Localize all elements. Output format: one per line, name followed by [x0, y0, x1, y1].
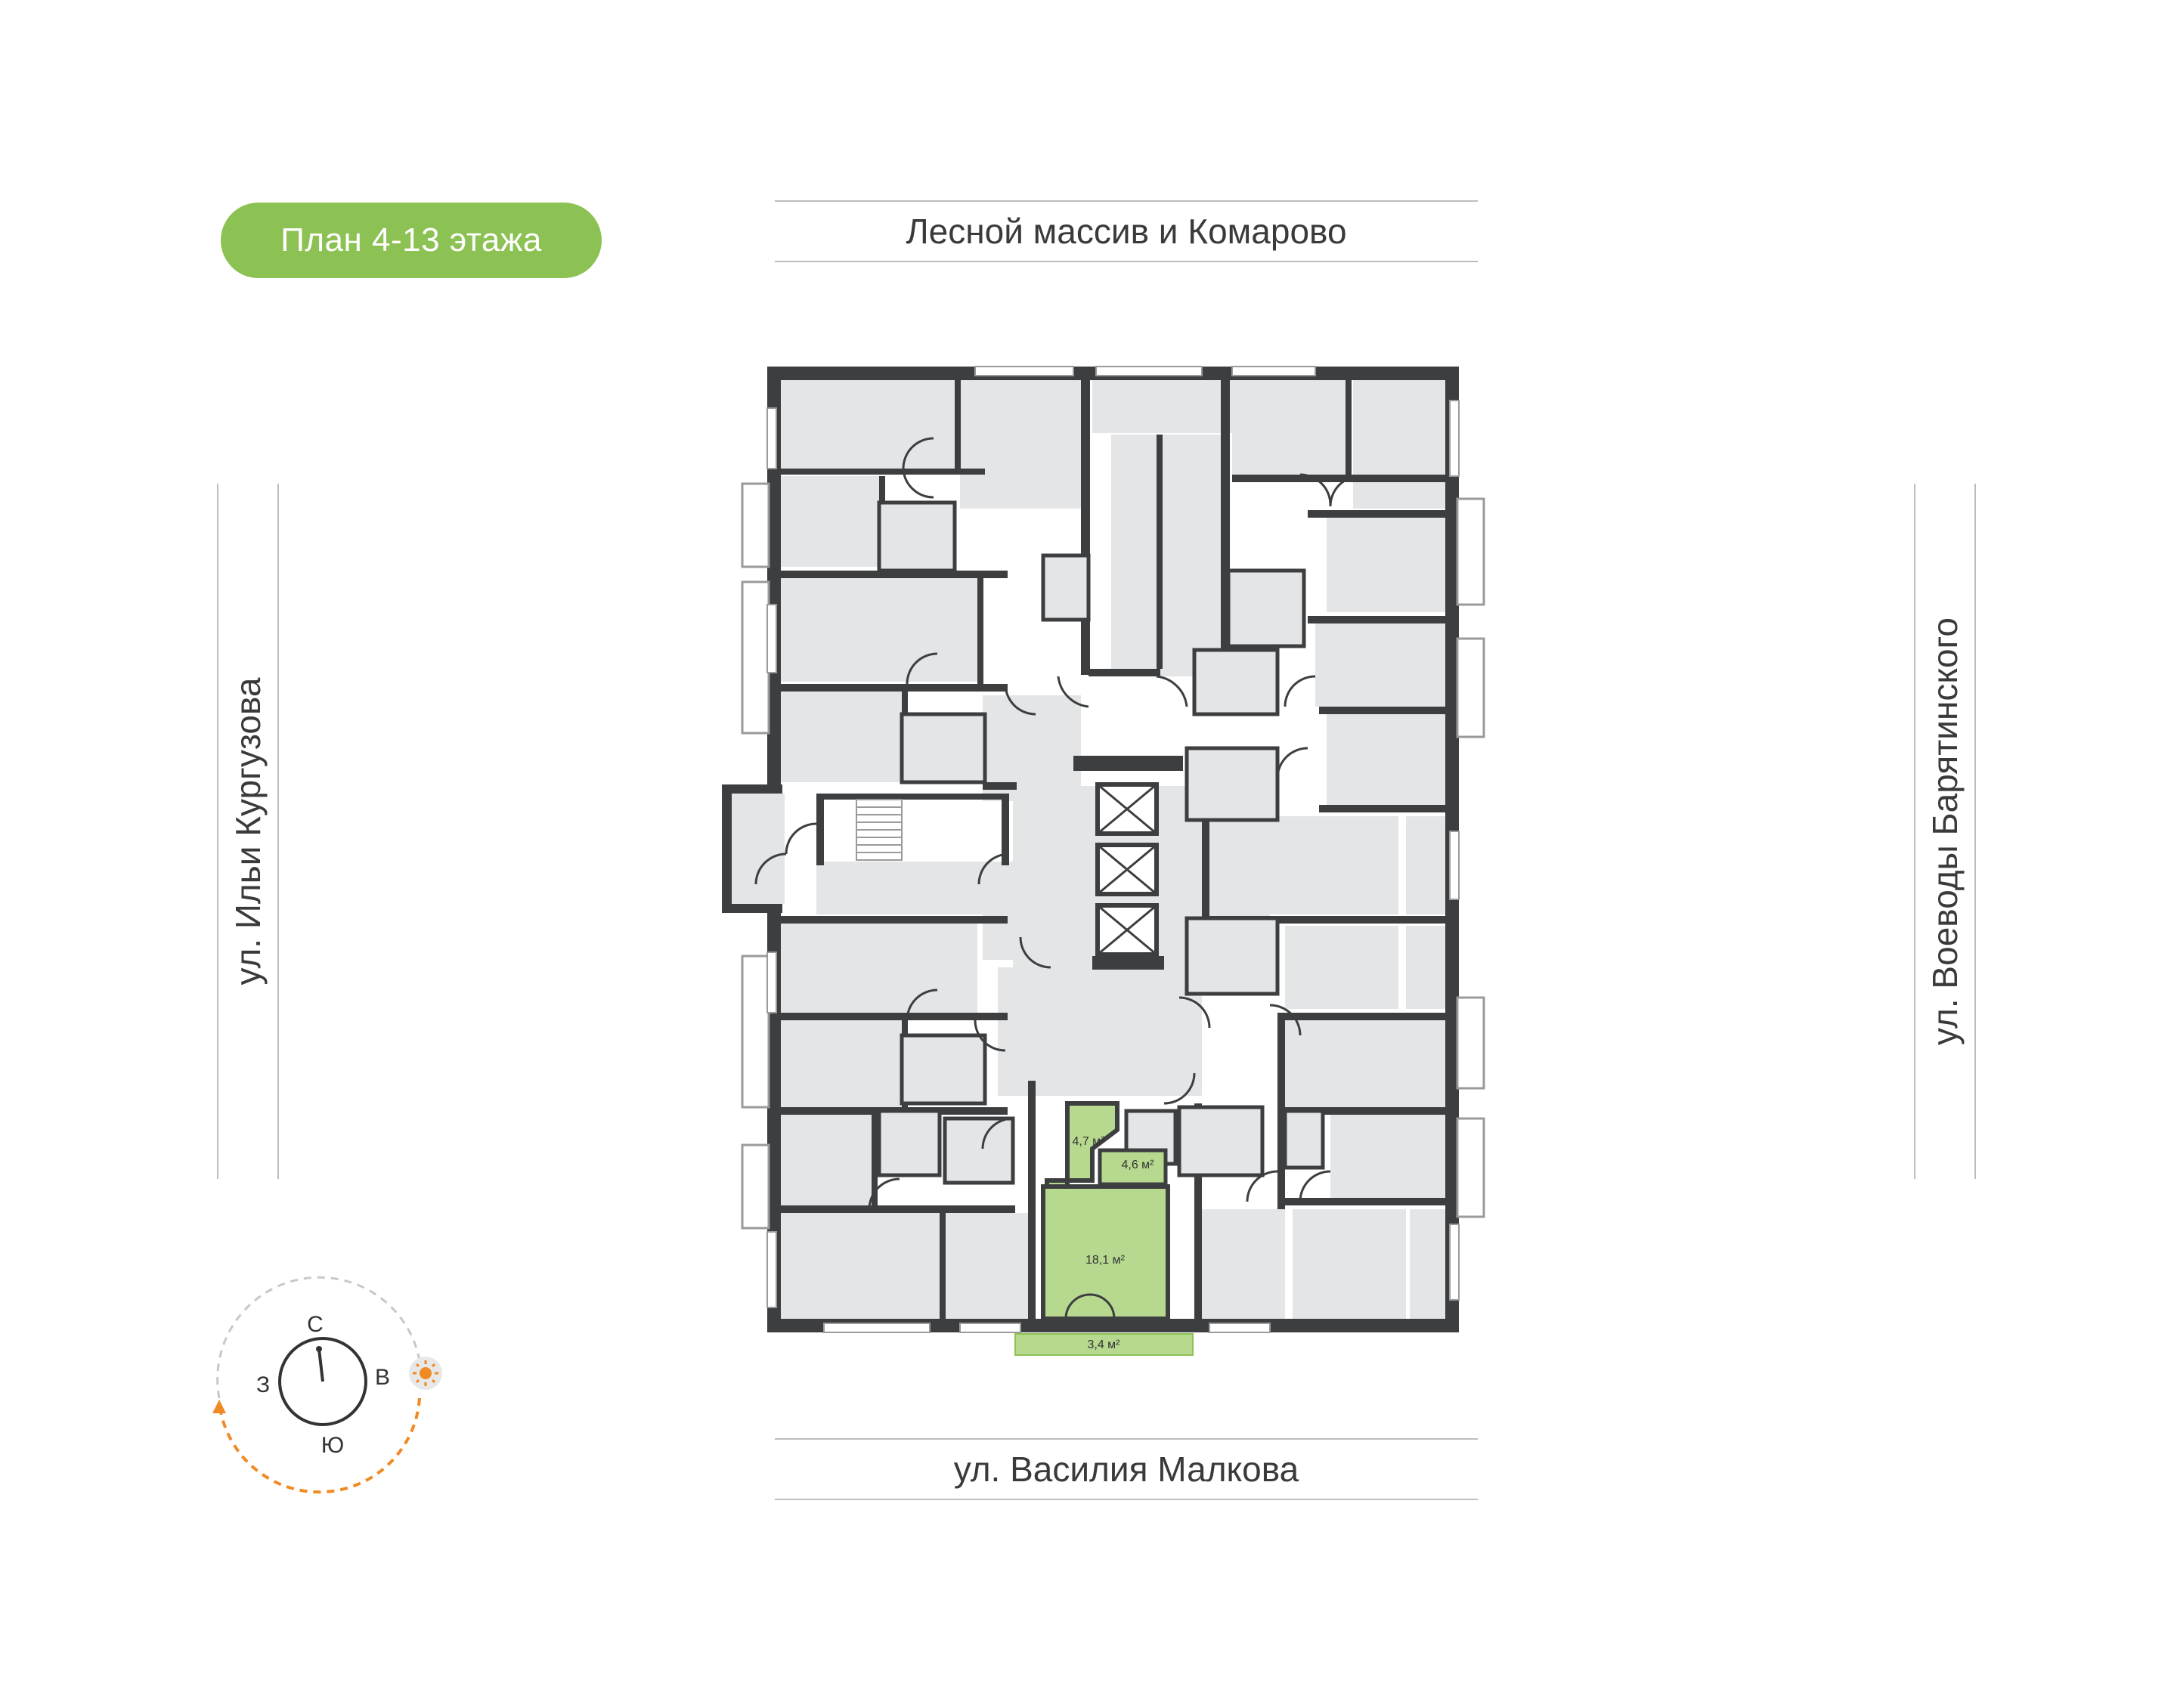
- street-label-top: Лесной массив и Комарово: [775, 200, 1478, 262]
- plan-title-badge: План 4-13 этажа: [221, 203, 602, 278]
- sun-icon: [409, 1357, 442, 1390]
- street-label-right: ул. Воеводы Барятинского: [1914, 484, 1976, 1179]
- windows: [766, 366, 1460, 1333]
- sun-path-arrow-icon: [212, 1400, 226, 1413]
- sun-path-orange: [218, 1397, 421, 1494]
- highlighted-apartment: 4,7 м² 4,6 м² 18,1 м² 3,4 м²: [1014, 1101, 1194, 1356]
- room-label-bath: 4,6 м²: [1121, 1159, 1154, 1171]
- doors: [754, 437, 1361, 1210]
- compass-north: С: [307, 1312, 324, 1337]
- compass-west: З: [256, 1372, 270, 1397]
- highlight-living: [1041, 1184, 1170, 1321]
- elevator-core: [1073, 756, 1183, 970]
- room-label-living: 18,1 м²: [1085, 1254, 1126, 1267]
- room-label-balcony: 3,4 м²: [1087, 1338, 1120, 1351]
- compass-south: Ю: [321, 1433, 344, 1458]
- stairwell: [856, 799, 903, 861]
- plan-title: План 4-13 этажа: [280, 221, 542, 258]
- compass-icon: С Ю З В: [212, 1276, 442, 1494]
- room-label-hall: 4,7 м²: [1072, 1135, 1105, 1148]
- highlight-balcony: [1014, 1333, 1194, 1356]
- street-label-bottom: ул. Василия Малкова: [775, 1438, 1478, 1500]
- street-label-left: ул. Ильи Кургузова: [217, 484, 279, 1179]
- compass-east: В: [375, 1365, 390, 1390]
